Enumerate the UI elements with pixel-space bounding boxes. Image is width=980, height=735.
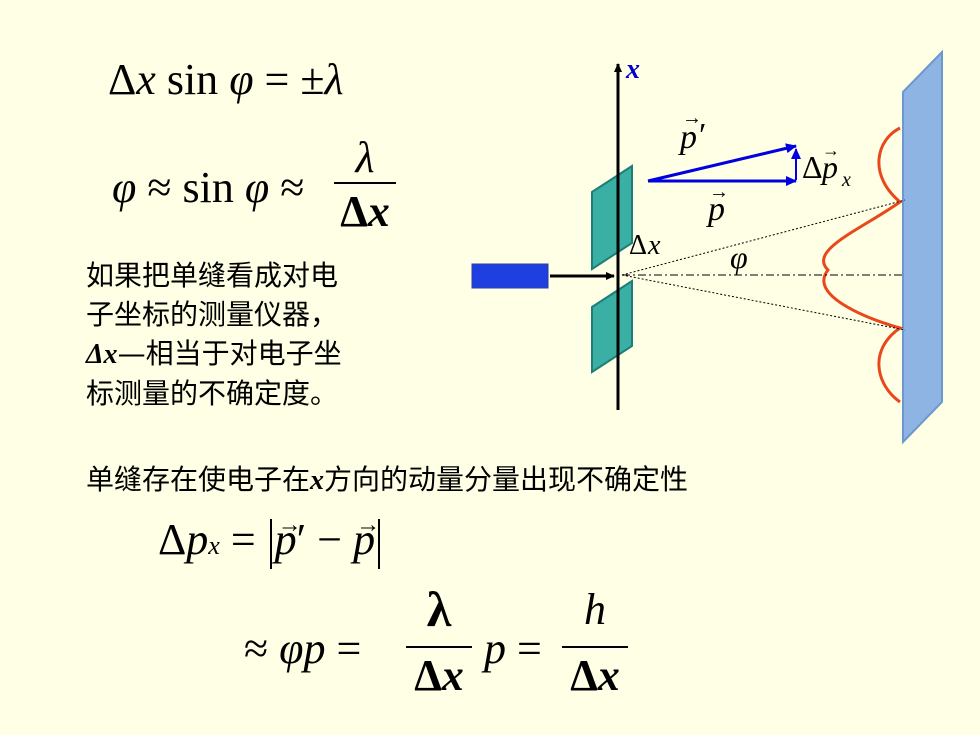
fraction-denominator: Δx [570, 651, 620, 700]
diffraction-line-upper [621, 199, 906, 276]
slit-plate-upper [591, 164, 633, 271]
label-p: p → [706, 181, 729, 228]
phi-p-product: φp [279, 624, 326, 673]
vector-arrow-icon: → [682, 107, 702, 129]
variable-p: p [484, 624, 506, 673]
intensity-pattern-curve [822, 126, 904, 404]
equals-sign: = [517, 624, 542, 673]
fraction-lambda-over-dx: λ Δx [406, 581, 472, 706]
slit-plate-lower [591, 279, 633, 374]
variable-phi: φ [112, 163, 137, 212]
subscript-x: x [208, 531, 220, 560]
fraction-denominator: Δx [414, 651, 464, 700]
fraction-h-over-dx: h Δx [562, 585, 628, 706]
sin-function: sin [166, 55, 219, 104]
momentum-vector-p-prime [647, 143, 797, 183]
delta-symbol: Δ [158, 515, 187, 564]
fraction-denominator: Δx [340, 187, 390, 236]
svg-text:p: p [820, 149, 838, 185]
single-slit-diagram: x p ′ → Δ p x → p → Δ x φ [471, 49, 943, 445]
delta-x-bold: Δx [86, 339, 118, 370]
svg-text:p: p [678, 119, 697, 156]
fraction-bar [334, 182, 396, 184]
variable-x: x [136, 55, 156, 104]
equation-small-angle: φ ≈ sin φ ≈ λ Δx [112, 132, 412, 242]
svg-text:Δ: Δ [802, 149, 823, 185]
paragraph-line-1: 如果把单缝看成对电 [86, 259, 339, 292]
fraction-numerator: λ [355, 133, 375, 182]
vector-p: →p [353, 512, 381, 564]
equation-momentum-uncertainty: Δpx = →p′ − →p [158, 512, 458, 584]
svg-text:x: x [841, 169, 851, 191]
plus-minus-sign: ± [300, 55, 325, 104]
label-p-prime: p ′ → [678, 107, 706, 156]
abs-bar-left [269, 518, 272, 569]
screen-face [902, 49, 943, 445]
variable-phi: φ [229, 55, 254, 104]
electron-gun [471, 263, 549, 289]
vector-arrow-icon: → [356, 512, 381, 538]
vector-arrow-icon: → [277, 512, 302, 538]
explanation-paragraph: 如果把单缝看成对电 子坐标的测量仪器， Δx—相当于对电子坐 标测量的不确定度。 [86, 256, 342, 413]
sin-function: sin [182, 163, 234, 212]
approx-sign: ≈ [147, 163, 172, 212]
statement-sentence: 单缝存在使电子在x方向的动量分量出现不确定性 [86, 463, 689, 496]
paragraph-line-2: 子坐标的测量仪器， [86, 298, 339, 331]
variable-phi: φ [244, 163, 270, 212]
equals-sign: = [230, 515, 256, 564]
vector-arrow-icon: → [709, 181, 729, 203]
equals-sign: = [264, 55, 290, 104]
delta-symbol: Δ [108, 55, 137, 104]
equation-momentum-result: ≈ φp = λ Δx p = h Δx [244, 581, 664, 716]
fraction-bar [562, 646, 628, 648]
svg-text:x: x [647, 230, 661, 261]
svg-text:p: p [706, 191, 725, 228]
svg-text:′: ′ [699, 117, 706, 154]
label-angle-phi: φ [730, 239, 748, 275]
detection-screen [902, 49, 943, 445]
minus-sign: − [317, 515, 343, 564]
variable-x: x [310, 465, 325, 496]
vector-p-prime: →p′ [274, 512, 307, 564]
approx-sign: ≈ [280, 163, 305, 212]
variable-lambda: λ [324, 55, 344, 104]
x-axis-label: x [625, 54, 640, 85]
label-slit-width: Δ x [629, 230, 661, 261]
fraction-numerator: h [584, 585, 606, 634]
fraction-bar [406, 646, 472, 648]
fraction-lambda-over-dx: λ Δx [334, 132, 396, 242]
paragraph-line-3: Δx—相当于对电子坐 [86, 337, 342, 370]
diffraction-line-lower [621, 274, 906, 331]
label-delta-px: Δ p x → [802, 140, 851, 191]
equals-sign: = [336, 624, 362, 673]
approx-sign: ≈ [244, 624, 269, 673]
svg-text:Δ: Δ [629, 230, 647, 261]
variable-p: p [186, 515, 209, 564]
vector-arrow-icon: → [822, 140, 840, 160]
equation-path-difference: Δx sin φ = ±λ [108, 54, 344, 105]
paragraph-line-4: 标测量的不确定度。 [86, 377, 339, 410]
fraction-numerator: λ [426, 581, 452, 637]
abs-bar-right [378, 518, 381, 569]
